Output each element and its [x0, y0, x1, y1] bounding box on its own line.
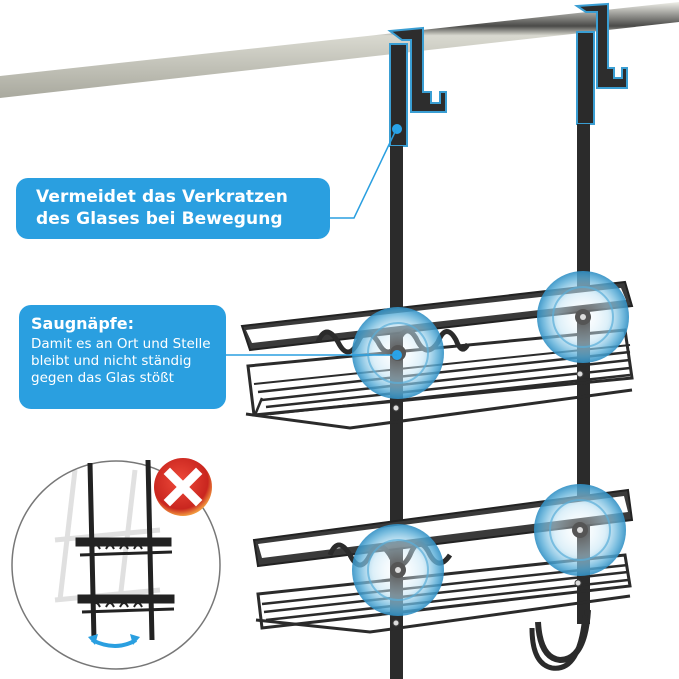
callout-line: bleibt und nicht ständig — [31, 353, 192, 369]
lower-basket — [252, 488, 634, 634]
callout-scratch-protection: Vermeidet das Verkratzen des Glases bei … — [16, 178, 330, 239]
callout-suction-cups: Saugnäpfe: Damit es an Ort und Stelle bl… — [19, 305, 226, 409]
suction-cup-lower-right — [534, 484, 626, 576]
callout-line: gegen das Glas stößt — [31, 370, 174, 386]
suction-cup-upper-right — [537, 271, 629, 363]
callout-leader-lines — [226, 129, 397, 356]
callout-line: des Glases bei Bewegung — [36, 209, 283, 229]
suction-cup-lower-left — [352, 524, 444, 616]
callout-title: Saugnäpfe: — [31, 314, 135, 333]
suction-cup-upper-left — [352, 307, 444, 399]
swing-inset — [11, 459, 221, 670]
callout-line: Damit es an Ort und Stelle — [31, 336, 211, 352]
upper-basket — [240, 280, 634, 430]
callout-line: Vermeidet das Verkratzen — [36, 187, 288, 207]
shower-rail — [0, 2, 679, 98]
x-mark-icon — [154, 458, 212, 516]
screws — [392, 370, 584, 627]
